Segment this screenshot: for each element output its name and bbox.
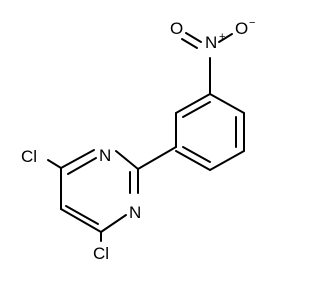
bond-group — [47, 32, 245, 242]
bond-c6-c5 — [60, 208, 102, 233]
bond-n3-c2 — [115, 150, 139, 170]
bond-nitro-o-left-double — [181, 38, 198, 49]
nitro-nitrogen-label: N — [205, 33, 217, 52]
nitrogen-ring-label-bottom: N — [129, 203, 141, 222]
bond-nitro-o-left — [185, 32, 202, 43]
nitro-nitrogen-charge: + — [219, 31, 225, 43]
atom-label-group: Cl N N Cl N + O O − — [21, 17, 255, 263]
nitrogen-ring-label-top: N — [99, 146, 111, 165]
bond-n1-c6 — [100, 214, 127, 233]
bond-c4-n3-double — [67, 157, 97, 175]
bond-nitro-o-right — [218, 33, 233, 43]
bond-c6-c5-double — [65, 205, 99, 225]
bond-phenyl-6-1 — [175, 150, 211, 171]
bond-phenyl-2-3 — [175, 93, 211, 114]
chlorine-label-left: Cl — [21, 147, 37, 166]
oxygen-right-charge: − — [249, 17, 255, 29]
bond-c4-n3 — [60, 149, 95, 169]
bond-phenyl-6-1-double — [182, 146, 211, 163]
bond-cl-left-c4 — [47, 159, 62, 169]
bond-c2-phenyl — [137, 146, 177, 170]
bond-phenyl-5-6 — [209, 150, 245, 171]
oxygen-label-left: O — [170, 19, 183, 38]
bond-phenyl-2-3-double — [182, 101, 211, 118]
oxygen-label-right: O — [235, 19, 248, 38]
chemical-structure-diagram: Cl N N Cl N + O O − — [21, 17, 255, 263]
bond-phenyl-3-4 — [209, 93, 245, 114]
chlorine-label-bottom: Cl — [93, 244, 109, 263]
